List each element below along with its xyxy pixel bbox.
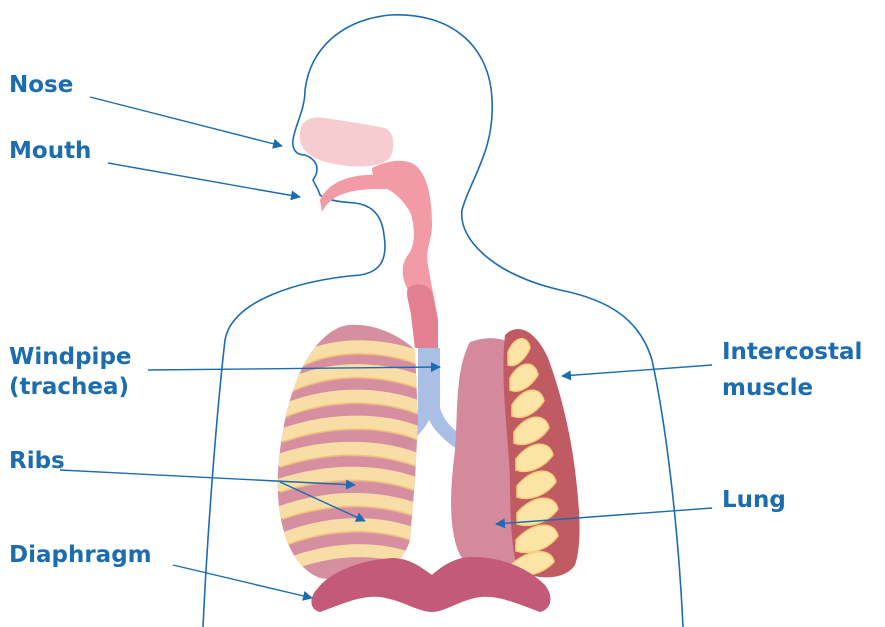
label-windpipe: Windpipe bbox=[9, 342, 132, 372]
intercostal-leader bbox=[562, 365, 712, 376]
label-intercostal: Intercostal bbox=[722, 337, 862, 367]
label-nose: Nose bbox=[9, 70, 73, 100]
nose-leader bbox=[90, 97, 282, 146]
label-trachea: (trachea) bbox=[9, 372, 129, 402]
label-muscle: muscle bbox=[722, 373, 813, 403]
label-lung: Lung bbox=[722, 485, 786, 515]
nasal-cavity bbox=[300, 117, 394, 166]
diaphragm-leader bbox=[173, 565, 312, 598]
label-diaphragm: Diaphragm bbox=[9, 540, 152, 570]
label-ribs: Ribs bbox=[9, 446, 65, 476]
left-lung-group bbox=[278, 325, 430, 580]
body-outline bbox=[203, 15, 683, 627]
label-mouth: Mouth bbox=[9, 136, 91, 166]
mouth-leader bbox=[108, 163, 300, 197]
larynx bbox=[407, 285, 438, 348]
